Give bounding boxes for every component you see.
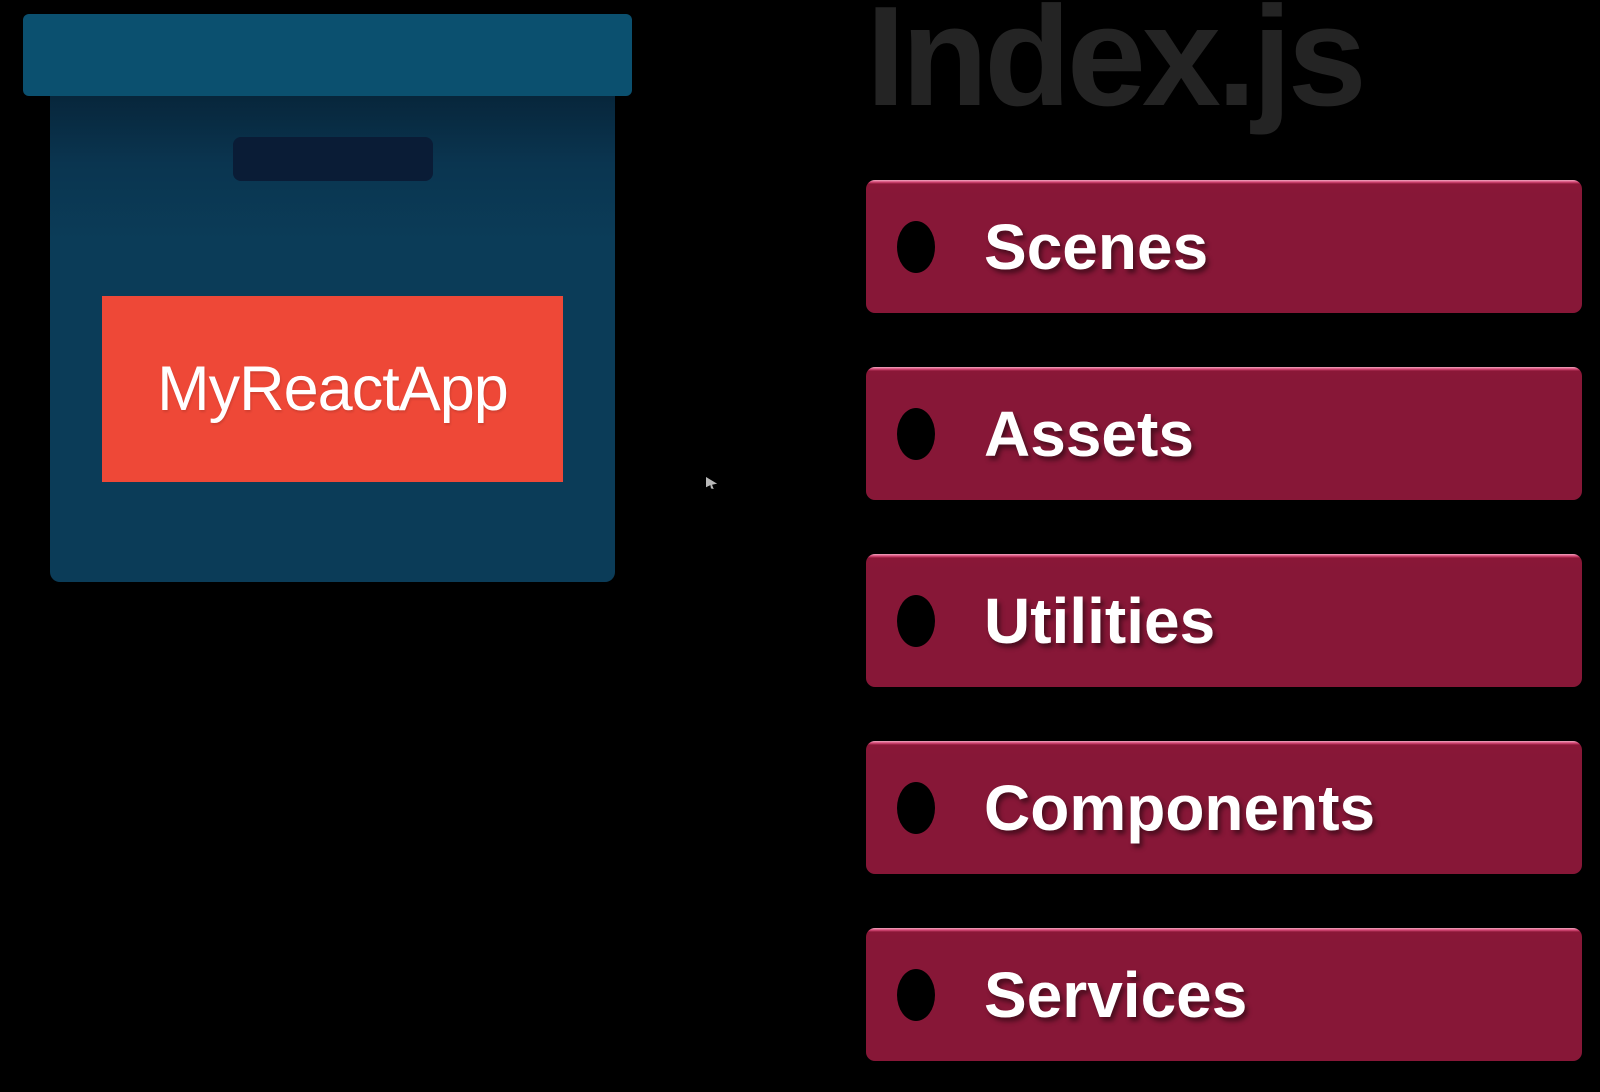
mouse-cursor-icon xyxy=(706,477,717,489)
folder-item-label: Scenes xyxy=(984,210,1209,283)
box-body: MyReactApp xyxy=(50,96,615,582)
storage-box-illustration: MyReactApp xyxy=(0,0,660,600)
folder-item-components: Components xyxy=(866,741,1582,874)
folder-item-label: Services xyxy=(984,958,1248,1031)
folder-item-label: Utilities xyxy=(984,584,1216,657)
bullet-dot-icon xyxy=(897,594,935,647)
folder-item-scenes: Scenes xyxy=(866,180,1582,313)
folder-item-services: Services xyxy=(866,928,1582,1061)
folder-item-label: Assets xyxy=(984,397,1194,470)
folder-item-label: Components xyxy=(984,771,1376,844)
bullet-dot-icon xyxy=(897,781,935,834)
bullet-dot-icon xyxy=(897,407,935,460)
index-js-title: Index.js xyxy=(866,0,1367,136)
box-lid xyxy=(23,14,632,96)
folder-item-utilities: Utilities xyxy=(866,554,1582,687)
box-label-text: MyReactApp xyxy=(157,354,509,424)
bullet-dot-icon xyxy=(897,968,935,1021)
folder-item-assets: Assets xyxy=(866,367,1582,500)
box-label: MyReactApp xyxy=(102,296,563,482)
box-handle-slot xyxy=(233,137,433,181)
bullet-dot-icon xyxy=(897,220,935,273)
